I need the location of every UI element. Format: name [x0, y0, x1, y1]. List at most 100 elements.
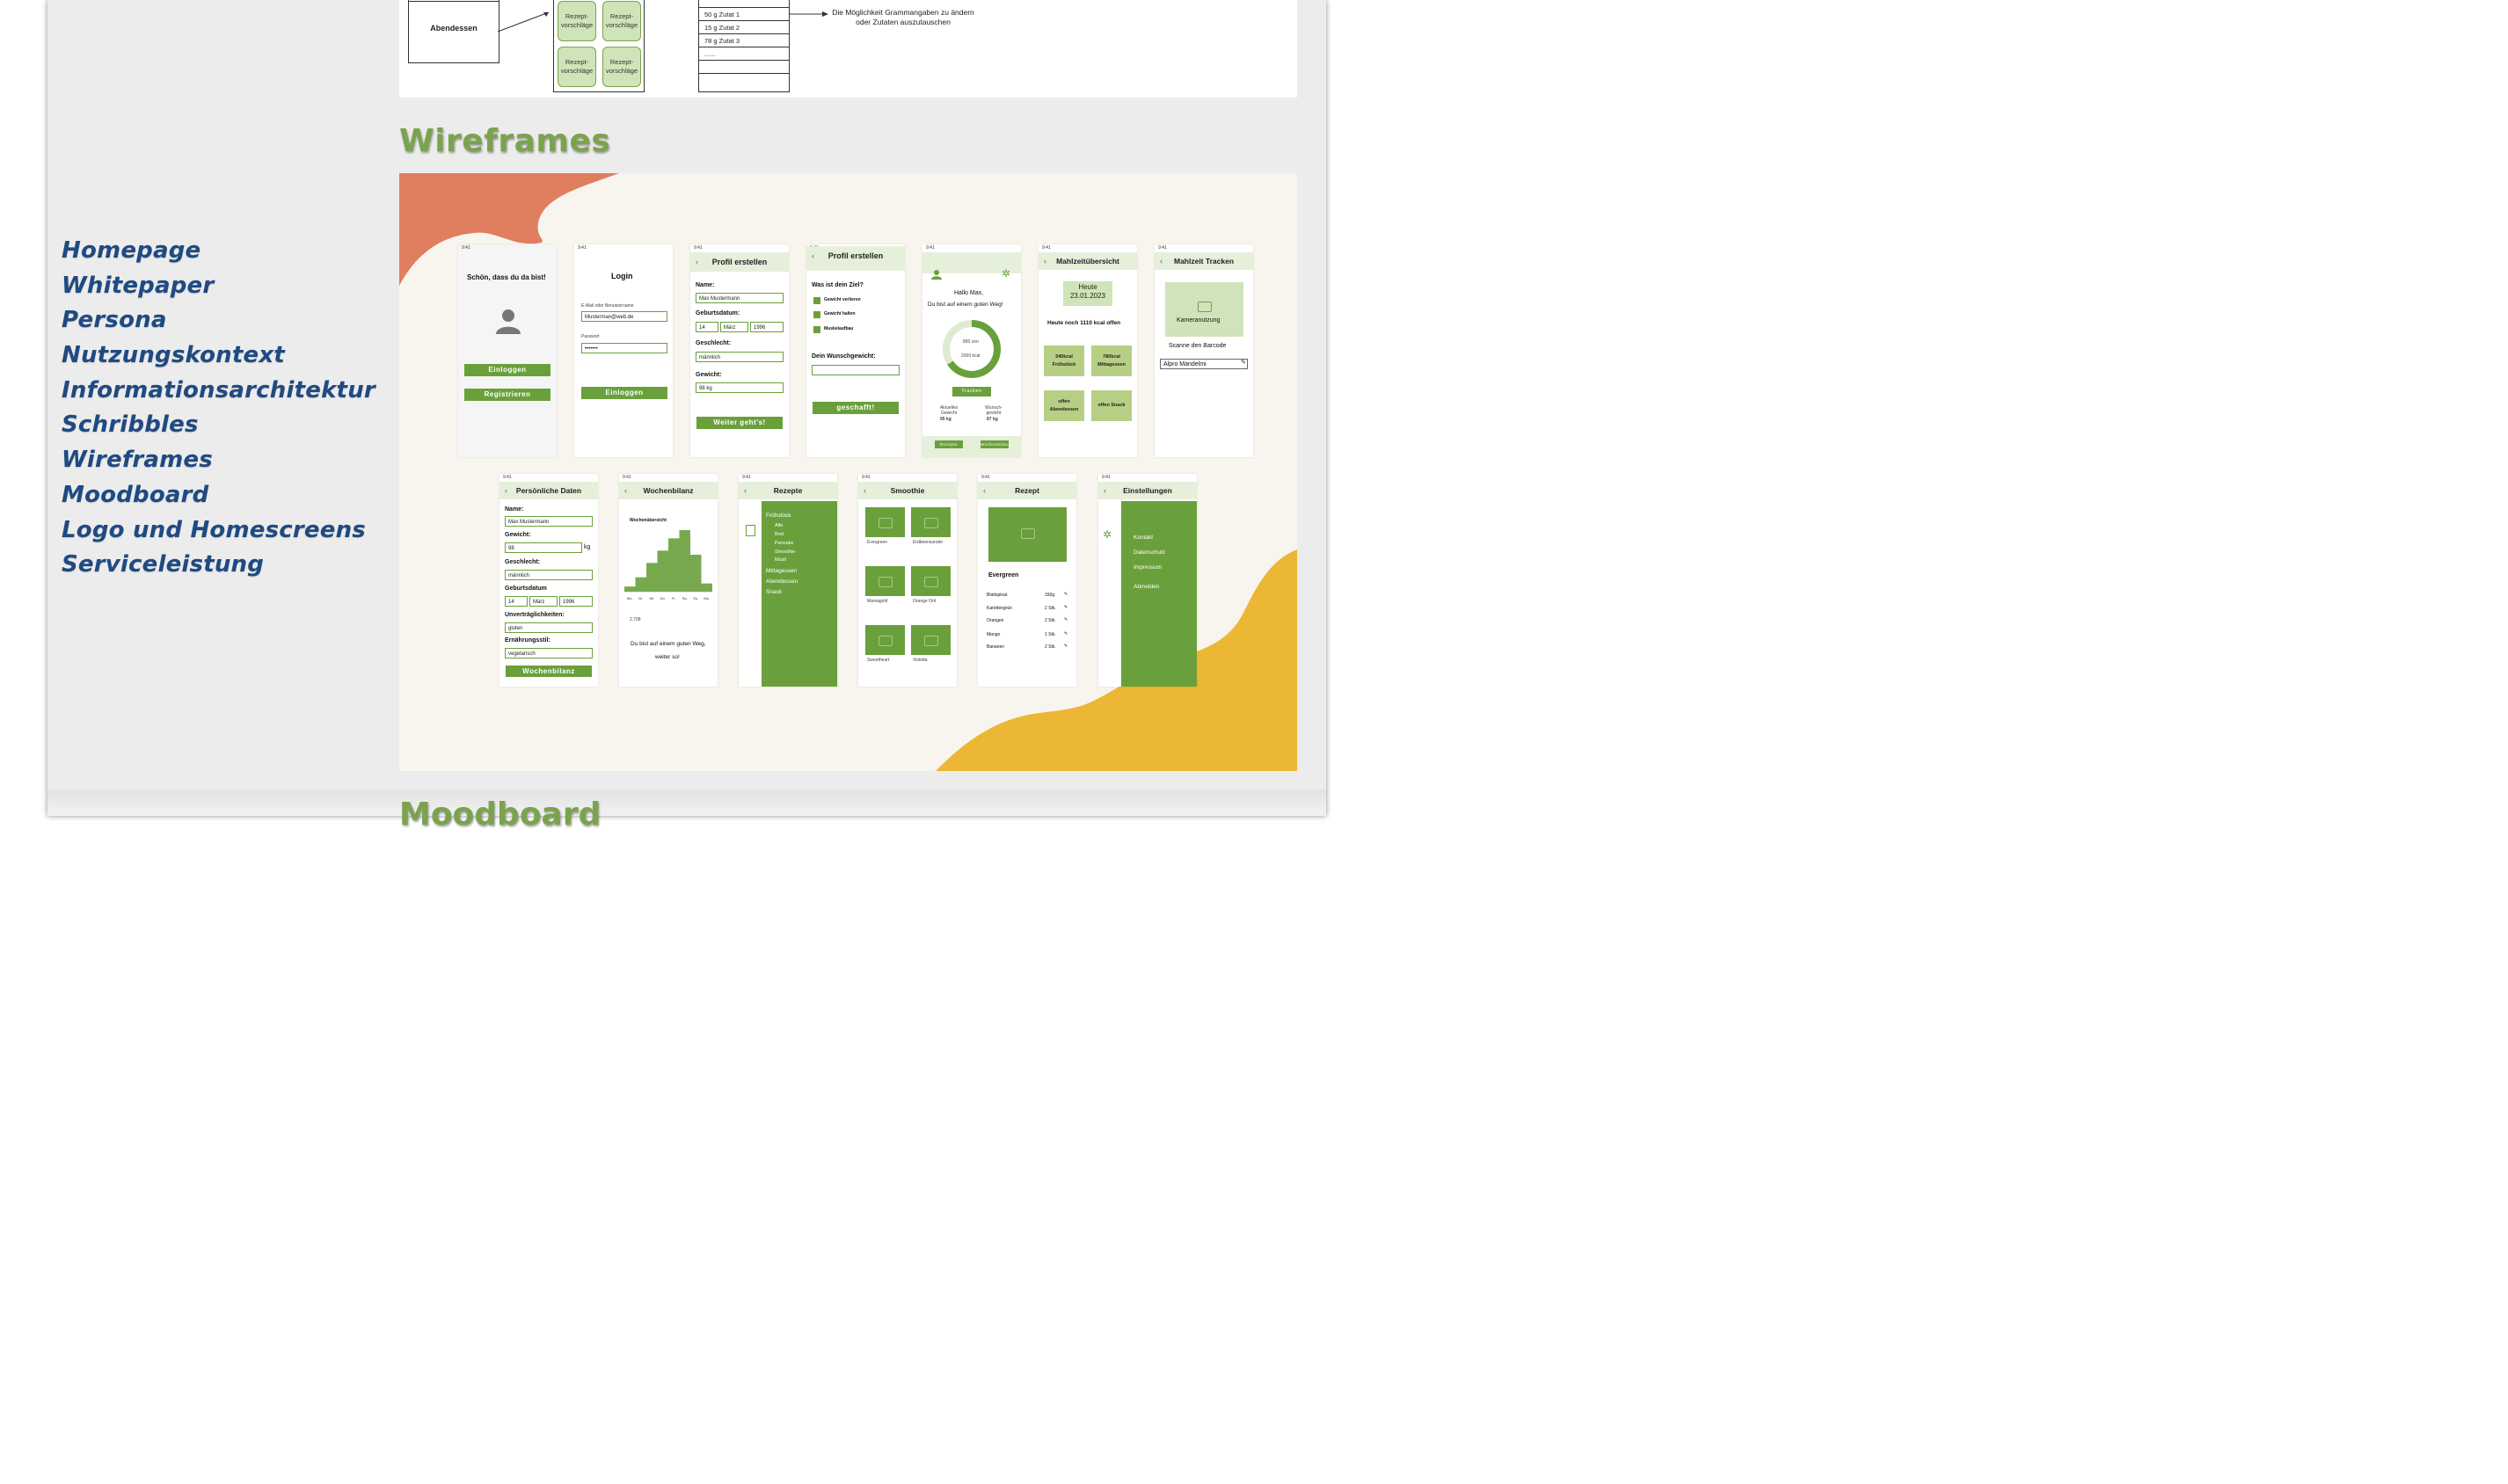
- day-select[interactable]: 14: [505, 596, 528, 607]
- profil-done-button[interactable]: geschafft!: [813, 402, 899, 414]
- goal-checkbox-2[interactable]: [813, 311, 820, 318]
- tab-wochenbilanz[interactable]: Wochenbilanz: [981, 440, 1011, 448]
- edit-icon[interactable]: ✎: [1064, 644, 1068, 649]
- back-icon[interactable]: ‹: [744, 486, 747, 495]
- edit-icon[interactable]: ✎: [1064, 592, 1068, 597]
- edit-icon[interactable]: ✎: [1064, 617, 1068, 622]
- week-chart-bar: [635, 577, 646, 592]
- back-icon[interactable]: ‹: [864, 486, 866, 495]
- settings-impressum[interactable]: Impressum: [1134, 564, 1163, 571]
- edit-icon[interactable]: ✎: [1241, 360, 1246, 366]
- category-fruehstueck[interactable]: Frühstück: [766, 513, 791, 519]
- profile-icon[interactable]: [931, 269, 942, 280]
- back-icon[interactable]: ‹: [1044, 257, 1046, 266]
- nav-link-homepage[interactable]: Homepage: [62, 237, 201, 264]
- meal-tile-snack[interactable]: offen Snack: [1091, 390, 1132, 421]
- user-icon: [496, 309, 521, 334]
- nav-link-whitepaper[interactable]: Whitepaper: [62, 272, 215, 299]
- camera-icon: [879, 636, 893, 646]
- subcategory-muesli[interactable]: Müsli: [775, 557, 786, 563]
- year-select[interactable]: 1996: [559, 596, 593, 607]
- name-input[interactable]: Max Mustermann: [505, 516, 593, 527]
- smoothie-tile-2[interactable]: [911, 507, 951, 537]
- status-bar: 9:41: [1042, 245, 1051, 251]
- tab-rezepte[interactable]: Rezepte: [935, 440, 963, 448]
- back-icon[interactable]: ‹: [812, 251, 814, 260]
- recipe-icon[interactable]: [746, 525, 755, 536]
- wish-input[interactable]: [812, 365, 900, 375]
- profil-next-button[interactable]: Weiter geht's!: [696, 417, 783, 429]
- week-chart-bar: [690, 555, 702, 592]
- login-pass-input[interactable]: •••••••: [581, 343, 667, 353]
- weight-input[interactable]: 98 kg: [696, 382, 784, 393]
- subcategory-pancake[interactable]: Pancake: [775, 541, 794, 546]
- login-user-input[interactable]: Musterman@web.de: [581, 311, 667, 322]
- decor-blobs: [399, 173, 1297, 771]
- smoothie-tile-3[interactable]: [865, 566, 905, 596]
- month-select[interactable]: März: [529, 596, 558, 607]
- ingredient-amount-1: 150g: [1045, 593, 1055, 598]
- diet-select[interactable]: vegetarisch: [505, 648, 593, 658]
- screen-wochenbilanz: 9:41 ‹Wochenbilanz Wochenübersicht Mo.Di…: [619, 474, 718, 687]
- goal-checkbox-1[interactable]: [813, 297, 820, 304]
- nav-item: Persona: [62, 307, 375, 342]
- category-snack[interactable]: Snack: [766, 589, 783, 595]
- smoothie-tile-1[interactable]: [865, 507, 905, 537]
- gender-select[interactable]: männlich: [505, 570, 593, 580]
- edit-icon[interactable]: ✎: [1064, 605, 1068, 610]
- smoothie-tile-6[interactable]: [911, 625, 951, 655]
- edit-icon[interactable]: ✎: [1064, 631, 1068, 637]
- ingredient-amount-4: 1 Stk.: [1045, 632, 1056, 637]
- back-icon[interactable]: ‹: [983, 486, 986, 495]
- back-icon[interactable]: ‹: [505, 486, 507, 495]
- smoothie-tile-4[interactable]: [911, 566, 951, 596]
- gear-icon[interactable]: ✲: [1103, 528, 1112, 541]
- subcategory-smoothie[interactable]: Smoothie: [775, 549, 796, 555]
- nav-link-moodboard[interactable]: Moodboard: [62, 481, 209, 508]
- gear-icon[interactable]: ✲: [1002, 267, 1011, 280]
- day-select[interactable]: 14: [696, 322, 718, 332]
- login-button[interactable]: Einloggen: [581, 387, 667, 399]
- goal-checkbox-3[interactable]: [813, 326, 820, 333]
- back-icon[interactable]: ‹: [696, 258, 698, 266]
- meal-tile-fruehstueck[interactable]: 340kcal Frühstück: [1044, 346, 1084, 376]
- product-search-input[interactable]: Alpro Mandelmi: [1160, 359, 1248, 369]
- category-abendessen[interactable]: Abendessen: [766, 578, 798, 585]
- meal-tile-abendessen[interactable]: offen Abendessen: [1044, 390, 1084, 421]
- screen-welcome: 9:41 Schön, dass du da bist! Einloggen R…: [458, 244, 557, 457]
- gender-label: Geschlecht:: [505, 559, 541, 565]
- nav-link-persona[interactable]: Persona: [62, 307, 167, 334]
- nav-link-informationsarchitektur[interactable]: Informationsarchitektur: [62, 376, 375, 404]
- status-bar: 9:41: [503, 475, 512, 480]
- back-icon[interactable]: ‹: [624, 486, 627, 495]
- subcategory-alle[interactable]: Alle: [775, 523, 784, 528]
- gender-select[interactable]: männlich: [696, 352, 784, 362]
- back-icon[interactable]: ‹: [1104, 486, 1106, 495]
- settings-abmelden[interactable]: Abmelden: [1134, 584, 1160, 590]
- nav-link-schribbles[interactable]: Schribbles: [62, 411, 199, 439]
- weight-input[interactable]: 98: [505, 542, 582, 553]
- year-select[interactable]: 1996: [750, 322, 784, 332]
- smoothie-tile-5[interactable]: [865, 625, 905, 655]
- welcome-register-button[interactable]: Registrieren: [464, 389, 550, 401]
- camera-area[interactable]: Kameranutzung: [1165, 282, 1243, 337]
- intolerance-select[interactable]: gluten: [505, 622, 593, 633]
- screen-header: ‹Rezepte: [739, 482, 837, 499]
- wochenbilanz-button[interactable]: Wochenbilanz: [506, 666, 592, 677]
- settings-datenschutz[interactable]: Datenschutz: [1134, 549, 1166, 556]
- nav-link-wireframes[interactable]: Wireframes: [62, 447, 213, 474]
- settings-kontakt[interactable]: Kontakt: [1134, 535, 1154, 541]
- welcome-login-button[interactable]: Einloggen: [464, 364, 550, 376]
- back-icon[interactable]: ‹: [1160, 257, 1163, 266]
- home-track-button[interactable]: Tracken: [952, 387, 991, 396]
- name-input[interactable]: Max Mustermann: [696, 293, 784, 303]
- nav-link-logo-homescreens[interactable]: Logo und Homescreens: [62, 516, 366, 543]
- nav-link-serviceleistung[interactable]: Serviceleistung: [62, 551, 265, 578]
- category-mittagessen[interactable]: Mittagessen: [766, 568, 798, 574]
- ia-suggestion-2: Rezept-vorschläge: [602, 1, 641, 41]
- month-select[interactable]: März: [720, 322, 748, 332]
- subcategory-brot[interactable]: Brot: [775, 532, 784, 537]
- status-bar: 9:41: [926, 245, 935, 251]
- meal-tile-mittagessen[interactable]: 780kcal Mittagessen: [1091, 346, 1132, 376]
- nav-link-nutzungskontext[interactable]: Nutzungskontext: [62, 342, 285, 369]
